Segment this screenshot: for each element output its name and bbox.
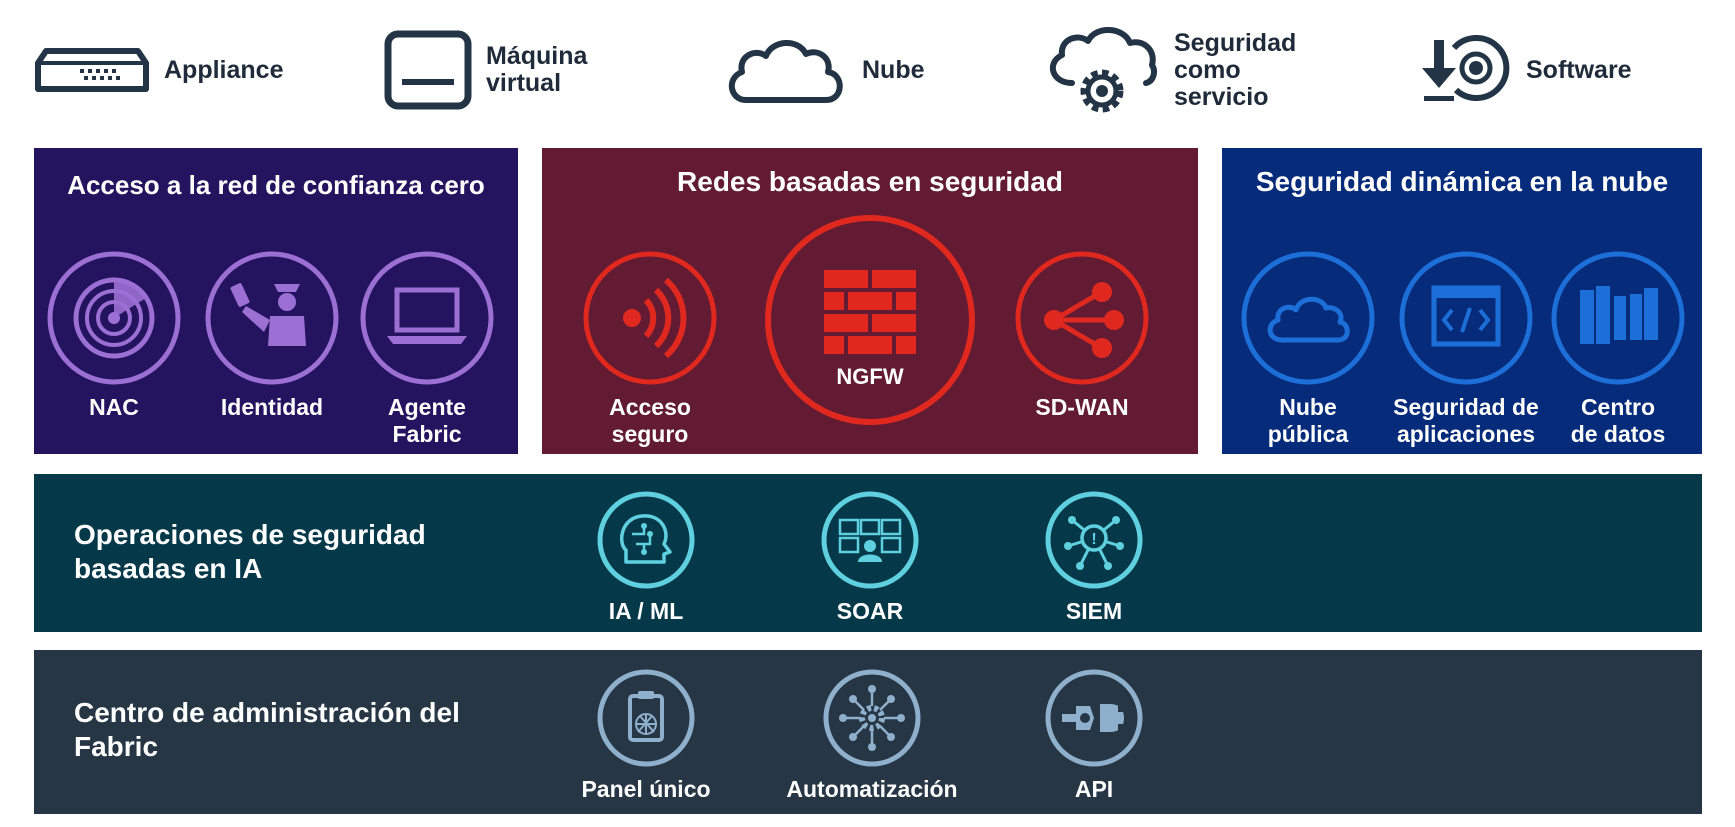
item-label: SIEM bbox=[1065, 598, 1123, 624]
item-label: IA / ML bbox=[608, 598, 684, 624]
security-networking-panel: Redes basadas en seguridad Acceso seguro… bbox=[542, 148, 1198, 454]
cloud-security-panel: Seguridad dinámica en la nube Nube públi… bbox=[1222, 148, 1702, 454]
item-label: SD-WAN bbox=[1035, 394, 1129, 420]
item-label: Agente Fabric bbox=[388, 394, 466, 447]
panel-title: Seguridad dinámica en la nube bbox=[1255, 166, 1669, 197]
siem-icon: ! bbox=[1045, 491, 1143, 589]
code-window-icon bbox=[1399, 251, 1533, 385]
cs-item-public-cloud: Nube pública bbox=[1240, 250, 1376, 448]
appliance-icon bbox=[35, 48, 149, 92]
mgmt-item-api: API bbox=[994, 668, 1194, 803]
deployment-options-row: Appliance Máquina virtual Nube Seguridad… bbox=[0, 0, 1735, 130]
zt-item-fabric-agent: Agente Fabric bbox=[348, 250, 506, 448]
band-title: Centro de administración del Fabric bbox=[74, 697, 460, 762]
soar-icon bbox=[821, 491, 919, 589]
api-plug-icon bbox=[1045, 669, 1143, 767]
item-label: Identidad bbox=[220, 394, 324, 420]
item-label: API bbox=[1074, 776, 1114, 802]
sn-item-secure-access: Acceso seguro bbox=[582, 250, 718, 448]
deployment-label: Appliance bbox=[164, 55, 284, 84]
band-title: Operaciones de seguridad basadas en IA bbox=[74, 519, 426, 584]
svg-text:!: ! bbox=[1091, 531, 1096, 548]
ai-item-siem: ! SIEM bbox=[994, 490, 1194, 625]
item-label: SOAR bbox=[836, 598, 904, 624]
cs-item-app-security: Seguridad de aplicaciones bbox=[1374, 250, 1558, 448]
wireless-icon bbox=[583, 251, 717, 385]
deployment-label: Seguridad como servicio bbox=[1174, 28, 1297, 111]
ai-security-operations-band: Operaciones de seguridad basadas en IA I… bbox=[34, 474, 1702, 632]
mgmt-item-single-panel: Panel único bbox=[546, 668, 746, 803]
radar-icon bbox=[47, 251, 181, 385]
panel-title: Acceso a la red de confianza cero bbox=[67, 170, 485, 200]
cloud-gear-icon bbox=[1049, 27, 1157, 113]
panel-icon bbox=[597, 669, 695, 767]
ai-item-ia-ml: IA / ML bbox=[546, 490, 746, 625]
item-label: Centro de datos bbox=[1570, 394, 1666, 447]
item-label: Acceso seguro bbox=[609, 394, 691, 447]
ai-head-icon bbox=[597, 491, 695, 589]
cloud-icon bbox=[1241, 251, 1375, 385]
deployment-label: Nube bbox=[862, 55, 925, 84]
item-label: Panel único bbox=[581, 776, 711, 802]
item-label: Seguridad de aplicaciones bbox=[1393, 394, 1539, 447]
laptop-icon bbox=[360, 251, 494, 385]
cloud-icon bbox=[729, 40, 843, 103]
deployment-appliance: Appliance bbox=[34, 20, 283, 120]
deployment-software: Software bbox=[1420, 20, 1632, 120]
sn-item-sdwan: SD-WAN bbox=[1014, 250, 1150, 421]
virtual-machine-icon bbox=[384, 30, 472, 110]
deployment-virtual-machine: Máquina virtual bbox=[384, 20, 587, 120]
fabric-management-center-band: Centro de administración del Fabric Pane… bbox=[34, 650, 1702, 814]
deployment-label: Software bbox=[1526, 55, 1632, 84]
mgmt-item-automation: Automatización bbox=[772, 668, 972, 803]
deployment-label: Máquina virtual bbox=[486, 42, 588, 97]
sn-item-ngfw: NGFW bbox=[762, 214, 978, 426]
panel-title: Redes basadas en seguridad bbox=[677, 166, 1063, 197]
deployment-security-as-a-service: Seguridad como servicio bbox=[1042, 20, 1296, 120]
ai-item-soar: SOAR bbox=[770, 490, 970, 625]
item-label: NAC bbox=[89, 394, 139, 420]
zt-item-nac: NAC bbox=[44, 250, 184, 421]
item-label: Automatización bbox=[786, 776, 958, 802]
firewall-icon: NGFW bbox=[765, 215, 975, 425]
guard-icon bbox=[205, 251, 339, 385]
zt-item-identity: Identidad bbox=[204, 250, 340, 421]
item-label: Nube pública bbox=[1267, 394, 1349, 447]
datacenter-icon bbox=[1551, 251, 1685, 385]
ngfw-label: NGFW bbox=[836, 364, 903, 389]
sdwan-icon bbox=[1015, 251, 1149, 385]
cs-item-datacenter: Centro de datos bbox=[1548, 250, 1688, 448]
zero-trust-panel: Acceso a la red de confianza cero NAC Id… bbox=[34, 148, 518, 454]
software-download-icon bbox=[1422, 35, 1510, 101]
deployment-cloud: Nube bbox=[724, 20, 925, 120]
automation-icon bbox=[823, 669, 921, 767]
